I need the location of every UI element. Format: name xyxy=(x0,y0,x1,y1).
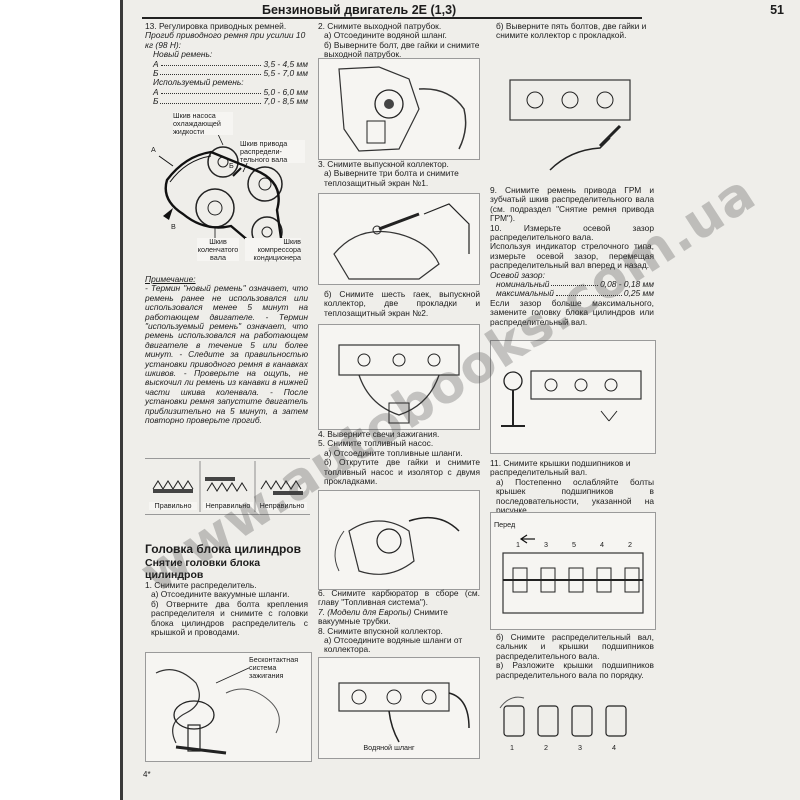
step-2: 2. Снимите выходной патрубок. xyxy=(318,21,442,31)
step-4: 4. Выверните свечи зажигания. xyxy=(318,429,440,439)
seq-num-3: 3 xyxy=(544,540,548,549)
outlet-pipe-figure xyxy=(318,58,480,160)
step-5: 5. Снимите топливный насос. xyxy=(318,438,434,449)
step-7-model: 7. (Модели для Европы) xyxy=(318,606,412,617)
belt-groove-figure: Правильно Неправильно Неправильно xyxy=(145,458,310,515)
heat-shield-figure xyxy=(318,193,480,285)
note-title: Примечание: xyxy=(145,274,196,284)
step-10-text: Используя индикатор стрелочного типа, из… xyxy=(490,241,654,271)
step-2a: а) Отсоедините водяной шланг. xyxy=(324,30,447,41)
column-3-bottom: б) Снимите распределительный вал, сальни… xyxy=(490,632,654,680)
step-6: 6. Снимите карбюратор в сборе (см. главу… xyxy=(318,588,480,608)
column-2-mid: 4. Выверните свечи зажигания. 5. Снимите… xyxy=(318,429,480,487)
section-title: Головка блока цилиндров xyxy=(145,542,301,556)
camshaft-gauge-figure xyxy=(490,340,656,454)
page-number: 51 xyxy=(770,3,784,17)
column-3-top: б) Выверните пять болтов, две гайки и сн… xyxy=(490,21,654,41)
cap-num-4: 4 xyxy=(612,743,616,752)
column-2-step3: 3. Снимите выпускной коллектор. а) Вывер… xyxy=(318,159,480,188)
step-7-text: Снимите вакуумные трубки. xyxy=(318,606,448,627)
exhaust-manifold-figure xyxy=(318,324,480,430)
step-8b: б) Выверните пять болтов, две гайки и сн… xyxy=(496,21,647,41)
step-1: 1. Снимите распределитель. xyxy=(145,580,257,590)
intake-manifold-figure: Водяной шланг xyxy=(318,657,480,759)
fuel-pump-figure xyxy=(318,490,480,590)
front-label: Перед xyxy=(494,520,516,529)
column-2-step3b: б) Снимите шесть гаек, выпускной коллект… xyxy=(318,289,480,318)
intake-removal-figure xyxy=(490,50,654,182)
cap-num-3: 3 xyxy=(578,743,582,752)
step-5a: а) Отсоедините топливные шланги. xyxy=(324,447,463,458)
note-text: - Термин "новый ремень" означает, что ре… xyxy=(145,283,308,426)
point-v-label: В xyxy=(171,222,176,231)
point-b-label: Б xyxy=(229,161,234,170)
step-2b: б) Выверните болт, две гайки и снимите в… xyxy=(324,39,480,60)
column-2-top: 2. Снимите выходной патрубок. а) Отсоеди… xyxy=(318,21,480,60)
seq-num-4: 4 xyxy=(600,540,604,549)
subsection-title: Снятие головки блока цилиндров xyxy=(145,557,261,581)
step-1a: а) Отсоедините вакуумные шланги. xyxy=(151,589,290,600)
used-belt-label: Используемый ремень: xyxy=(153,77,244,88)
cap-num-1: 1 xyxy=(510,743,514,752)
header-rule xyxy=(142,17,642,19)
bearing-caps-order-figure: 1 2 3 4 xyxy=(490,688,654,760)
groove-wrong-label-2: Неправильно xyxy=(257,502,307,510)
step-11v: в) Разложите крышки подшипников распреде… xyxy=(496,660,654,680)
cap-num-2: 2 xyxy=(544,743,548,752)
pump-pulley-label: Шкив насоса охлаждающей жидкости xyxy=(173,112,233,136)
deflection-note: Прогиб приводного ремня при усилии 10 кг… xyxy=(145,30,306,50)
step-1b: б) Отверните два болта крепления распред… xyxy=(151,598,308,638)
column-2-bottom: 6. Снимите карбюратор в сборе (см. главу… xyxy=(318,588,480,655)
page-header-title: Бензиновый двигатель 2E (1,3) xyxy=(262,3,457,17)
column-1-section: Головка блока цилиндров Снятие головки б… xyxy=(145,543,308,637)
step-8a: а) Отсоедините водяные шланги от коллект… xyxy=(324,635,463,655)
ac-pulley-label: Шкив компрессора кондиционера xyxy=(245,238,301,262)
step-11: 11. Снимите крышки подшипников и распред… xyxy=(490,458,631,478)
footer-mark: 4* xyxy=(143,770,151,779)
step-11a: а) Постепенно ослабляйте болты крышек по… xyxy=(496,476,654,516)
groove-correct-label: Правильно xyxy=(149,502,197,510)
groove-wrong-label-1: Неправильно xyxy=(203,502,253,510)
step-3: 3. Снимите выпускной коллектор. xyxy=(318,159,449,169)
step-3b: б) Снимите шесть гаек, выпускной коллект… xyxy=(324,289,480,318)
seq-num-1: 1 xyxy=(516,540,520,549)
belt-drive-figure: Шкив насоса охлаждающей жидкости Шкив пр… xyxy=(145,110,310,270)
step-3a: а) Выверните три болта и снимите теплоза… xyxy=(324,168,459,188)
seq-num-5: 5 xyxy=(572,540,576,549)
water-hose-label: Водяной шланг xyxy=(359,744,419,752)
step-7: 7. (Модели для Европы) Снимите вакуумные… xyxy=(318,606,480,627)
step-10-end: Если зазор больше максимального, заменит… xyxy=(490,297,654,327)
column-1-note: Примечание: - Термин "новый ремень" озна… xyxy=(145,274,308,426)
column-1-top: 13. Регулировка приводных ремней. Прогиб… xyxy=(145,21,308,107)
column-3-mid: 9. Снимите ремень привода ГРМ и зубчатый… xyxy=(490,185,654,327)
axial-play-title: Осевой зазор: xyxy=(490,269,545,280)
new-belt-label: Новый ремень: xyxy=(153,49,213,60)
step-5b: б) Открутите две гайки и снимите топливн… xyxy=(324,457,480,487)
seq-num-2: 2 xyxy=(628,540,632,549)
ignition-system-label: Бесконтактная система зажигания xyxy=(249,656,307,680)
step-11b: б) Снимите распределительный вал, сальни… xyxy=(496,632,654,661)
distributor-figure: Бесконтактная система зажигания xyxy=(145,652,312,762)
cam-pulley-label: Шкив привода распредели-тельного вала xyxy=(240,140,305,164)
bearing-caps-sequence-figure: Перед 1 3 5 4 2 xyxy=(490,512,656,630)
point-a-label: А xyxy=(151,145,156,154)
step-10: 10. Измерьте осевой зазор распределитель… xyxy=(490,222,654,243)
step-8: 8. Снимите впускной коллектор. xyxy=(318,625,443,636)
step-13: 13. Регулировка приводных ремней. xyxy=(145,21,287,31)
step-9: 9. Снимите ремень привода ГРМ и зубчатый… xyxy=(490,185,654,224)
crank-pulley-label: Шкив коленчатого вала xyxy=(197,237,239,262)
column-3-step11: 11. Снимите крышки подшипников и распред… xyxy=(490,458,654,516)
